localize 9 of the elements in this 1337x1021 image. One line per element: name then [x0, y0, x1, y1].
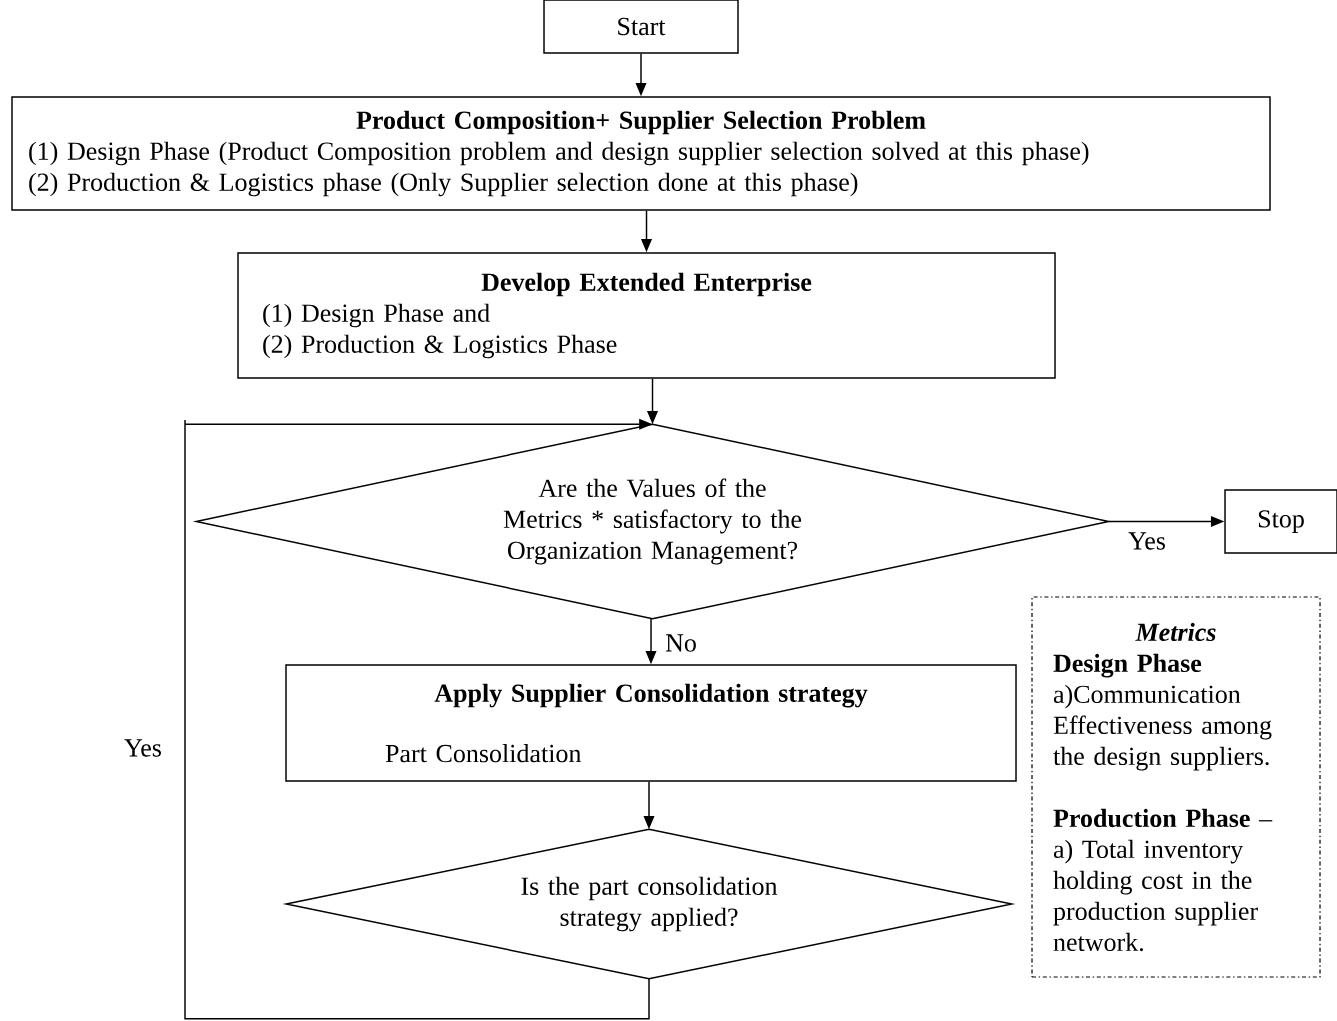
edge-label: No	[663, 633, 699, 653]
note-box: Metrics Design Phase a)Communication Effectiveness among the design suppliers. Production Phase – a) Total inventory holding cost in the production supplier network.	[1031, 596, 1321, 978]
process-box: Develop Extended Enterprise (1) Design Phase and (2) Production & Logistics Phase	[237, 252, 1056, 379]
stop-box: Stop	[1224, 489, 1337, 554]
edge-label: Yes	[122, 738, 164, 758]
process-box: Product Composition+ Supplier Selection Problem (1) Design Phase (Product Composition problem and design supplier selection solved at this phase) (2) Production & Logistics phase (Only Supplier selection done at this phase)	[11, 96, 1271, 211]
edge-label: Yes	[1126, 531, 1168, 551]
start-box: Start	[543, 0, 739, 54]
process-box: Apply Supplier Consolidation strategy Part Consolidation	[285, 664, 1017, 782]
